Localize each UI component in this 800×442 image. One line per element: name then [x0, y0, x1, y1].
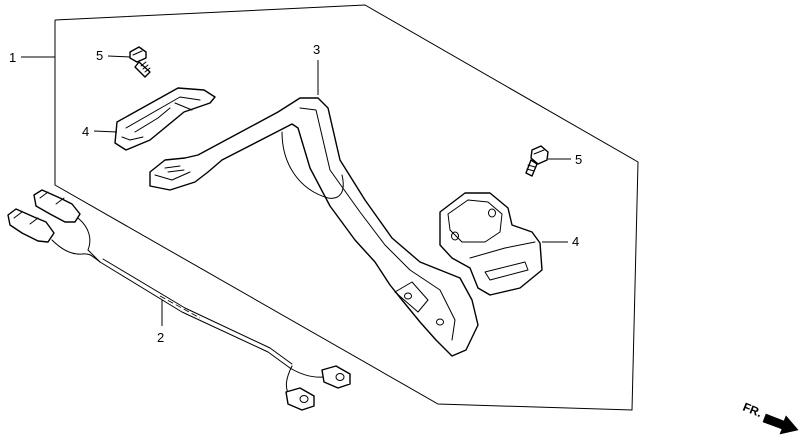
bolt-top [129, 46, 151, 78]
callout-4-left-label: 4 [82, 124, 89, 139]
callout-5-right: 5 [548, 152, 582, 167]
cover-left [114, 87, 216, 151]
callout-1-label: 1 [9, 50, 16, 65]
callout-5-top-label: 5 [96, 48, 103, 63]
callout-4-right: 4 [542, 234, 579, 249]
callout-1: 1 [9, 50, 55, 65]
main-bracket [149, 97, 479, 357]
callout-3: 3 [313, 42, 320, 95]
cover-right [439, 192, 543, 296]
callout-4-right-label: 4 [572, 234, 579, 249]
callout-2: 2 [157, 300, 164, 345]
front-arrow-icon [762, 413, 799, 435]
callout-2-label: 2 [157, 330, 164, 345]
bolt-right [525, 145, 549, 177]
front-direction-label: FR. [741, 400, 764, 420]
wire-harness [7, 189, 351, 411]
callout-5-right-label: 5 [575, 152, 582, 167]
callout-3-label: 3 [313, 42, 320, 57]
callout-4-left: 4 [82, 124, 118, 139]
front-direction-indicator: FR. [741, 400, 799, 435]
assembly-outline [54, 4, 639, 411]
callout-5-top: 5 [96, 48, 131, 63]
